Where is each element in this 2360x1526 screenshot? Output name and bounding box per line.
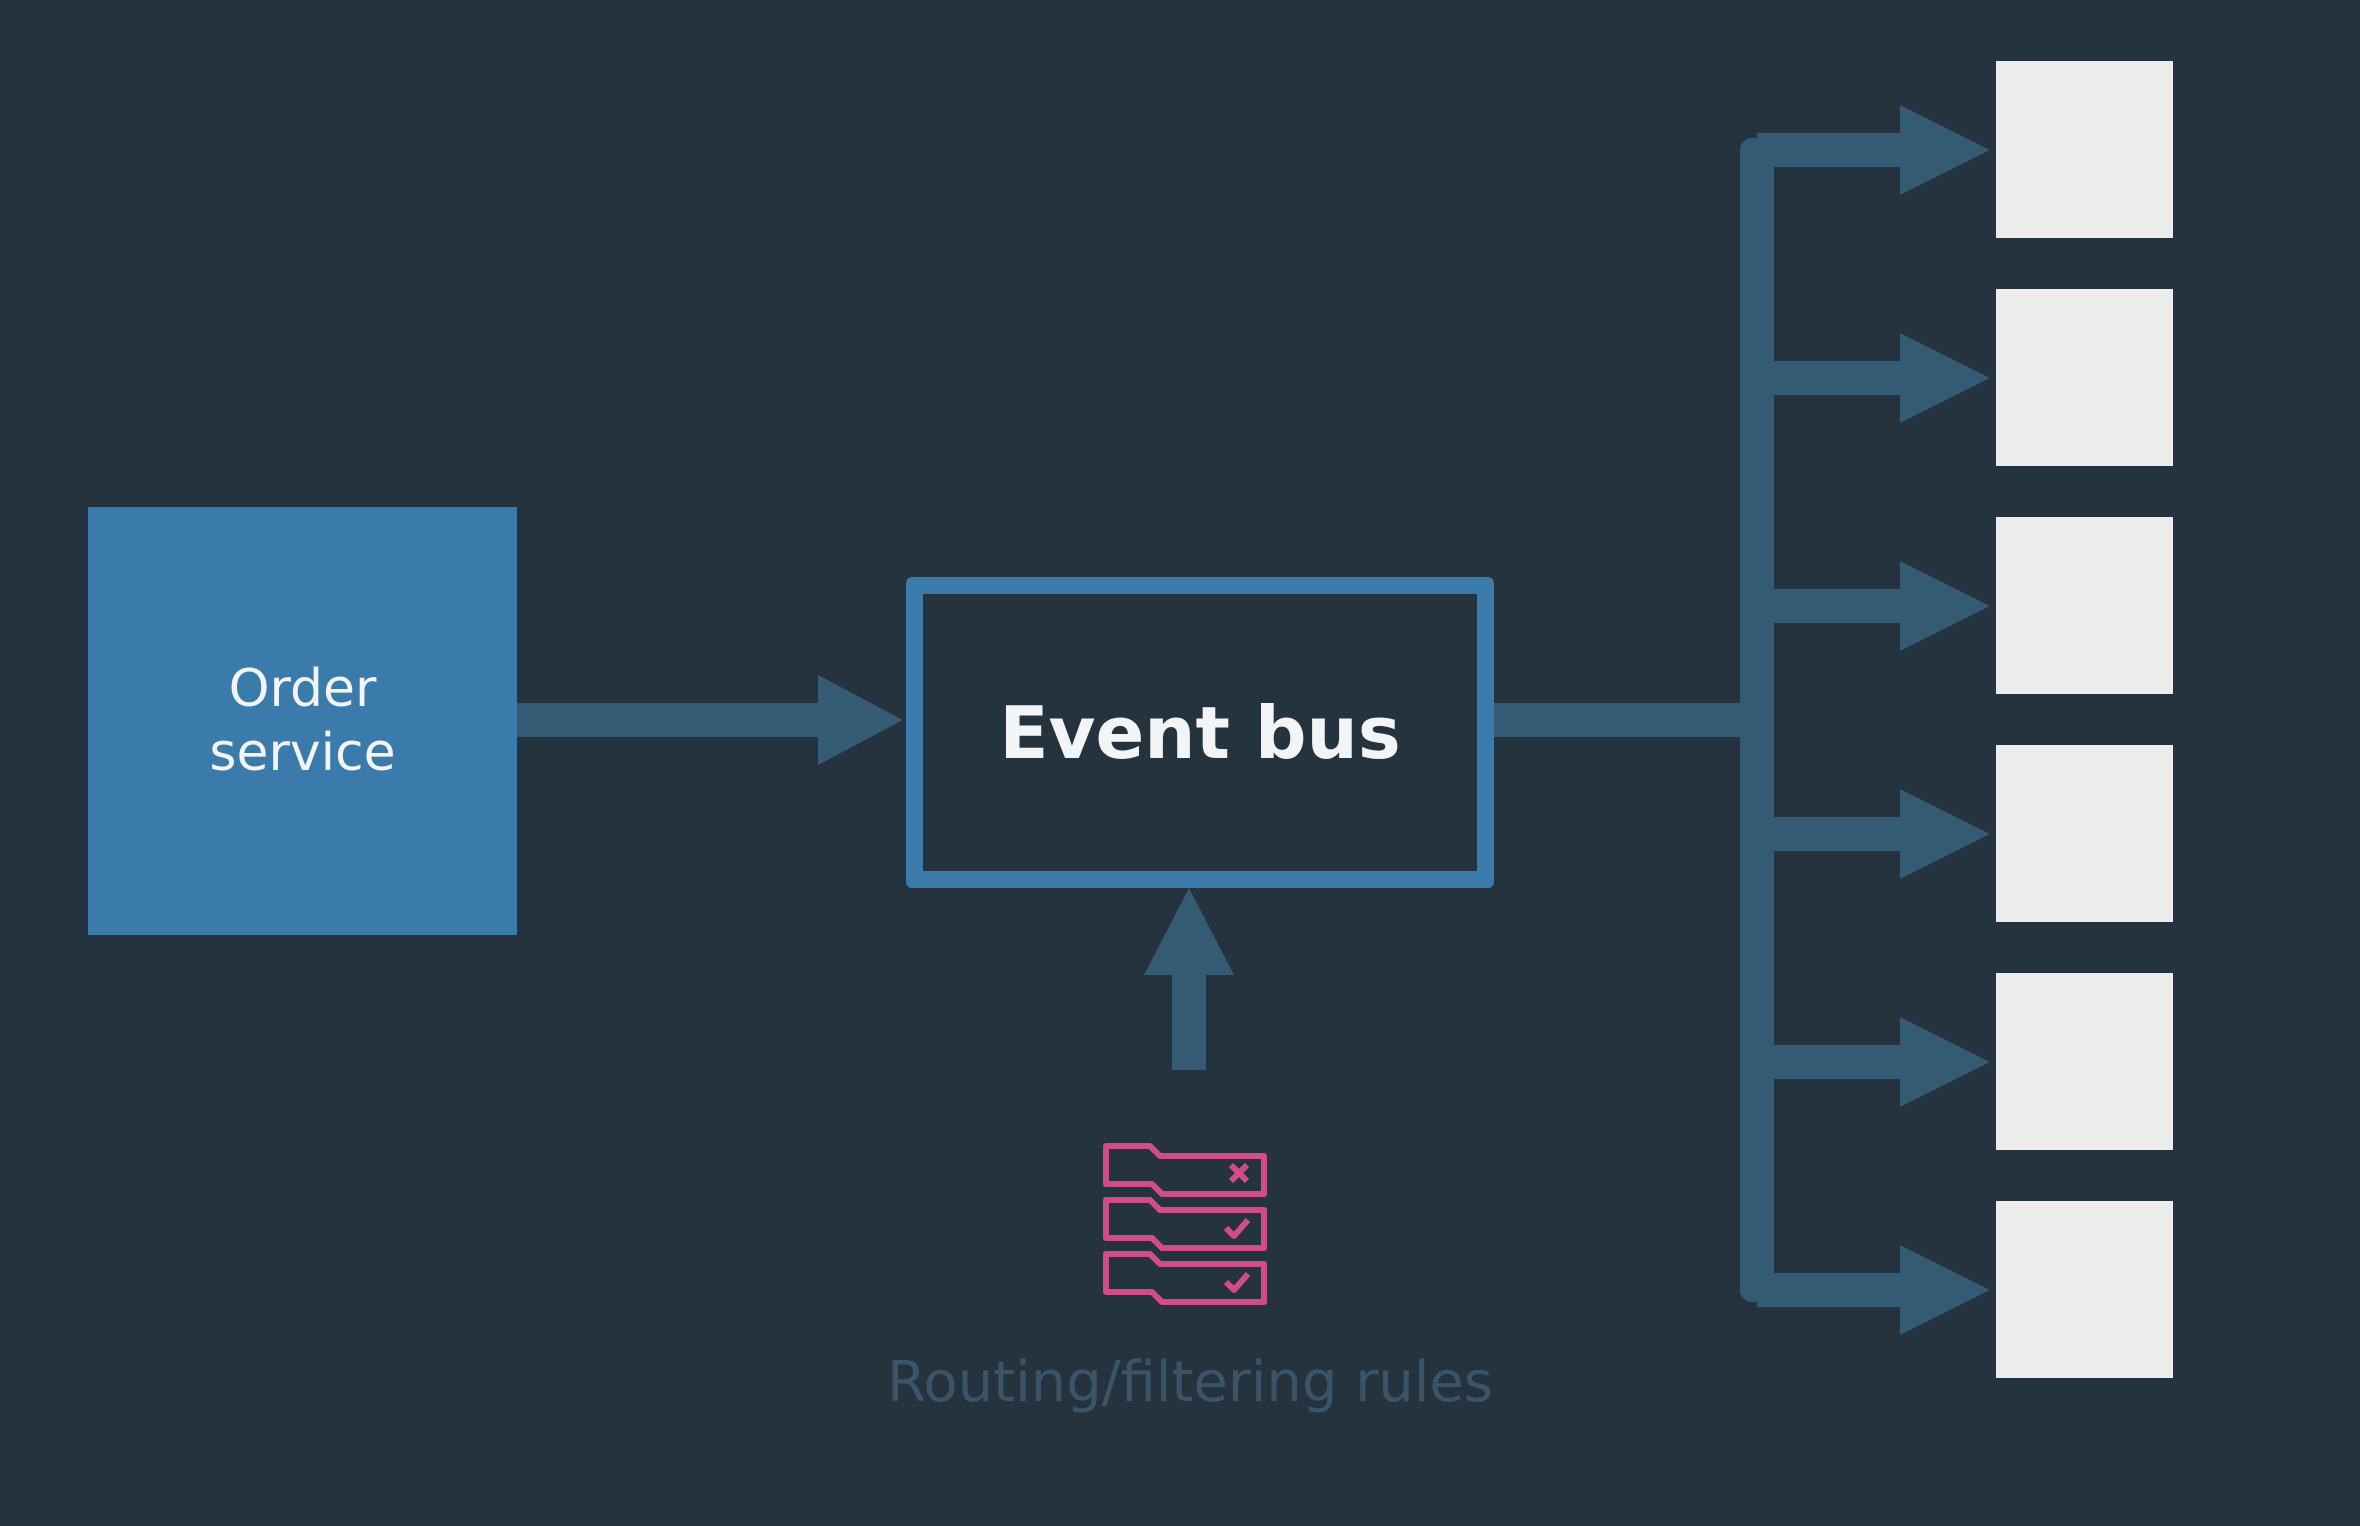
target-box (1996, 289, 2173, 466)
fanout-arrow (1757, 333, 1990, 423)
fanout-arrows (1757, 105, 1990, 1335)
fanout-arrow (1757, 105, 1990, 195)
fanout-arrow (1757, 1017, 1990, 1107)
fanout-arrow (1757, 1245, 1990, 1335)
arrow-order-to-bus (517, 675, 903, 765)
target-box (1996, 61, 2173, 238)
fanout-arrow (1757, 561, 1990, 651)
rules-label: Routing/filtering rules (887, 1350, 1493, 1415)
target-box (1996, 517, 2173, 694)
target-box (1996, 1201, 2173, 1378)
target-box (1996, 973, 2173, 1150)
fanout-arrow (1757, 789, 1990, 879)
order-service-label: Order service (209, 659, 396, 783)
event-bus-box: Event bus (906, 577, 1494, 888)
arrow-rules-to-bus (1144, 888, 1234, 1070)
fanout-connector (1460, 138, 1774, 1302)
target-box (1996, 745, 2173, 922)
rules-list-icon (1103, 1143, 1267, 1305)
order-service-box: Order service (88, 507, 517, 935)
event-bus-label: Event bus (999, 690, 1401, 775)
